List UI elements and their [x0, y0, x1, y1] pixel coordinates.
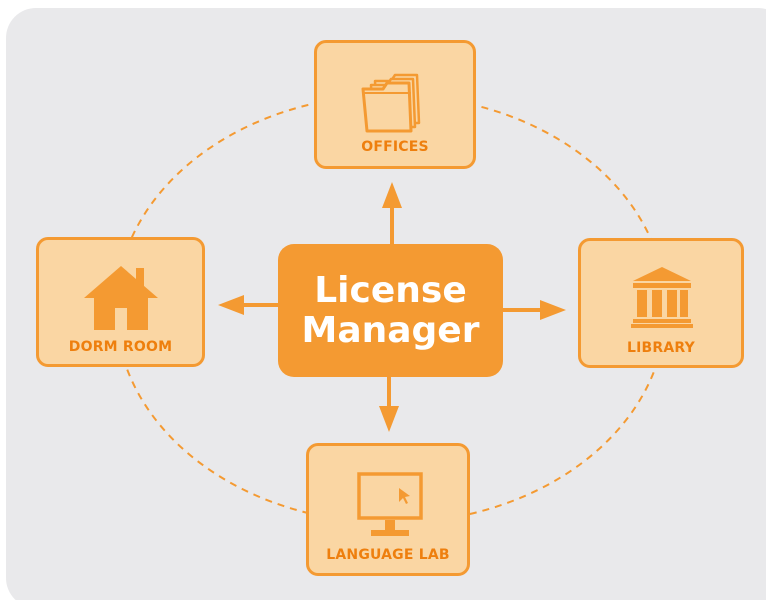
arrow-down-head: [379, 406, 399, 432]
hub-title-line-1: License: [314, 269, 467, 311]
computer-monitor-icon: [357, 472, 423, 536]
cursor-icon: [399, 488, 410, 504]
node-dorm-room: DORM ROOM: [36, 237, 205, 367]
node-offices: OFFICES: [314, 40, 476, 169]
arrow-up-head: [382, 182, 402, 208]
node-library: LIBRARY: [578, 238, 744, 368]
house-icon: [84, 266, 158, 330]
library-building-icon: [631, 267, 693, 328]
library-label: LIBRARY: [627, 340, 695, 356]
hub-title-line-2: Manager: [301, 309, 480, 351]
folder-icon: [361, 73, 421, 133]
offices-label: OFFICES: [361, 139, 429, 155]
dorm-room-label: DORM ROOM: [68, 339, 173, 355]
node-language-lab: LANGUAGE LAB: [306, 443, 470, 576]
arrow-right-head: [540, 300, 566, 320]
license-manager-hub: License Manager: [278, 244, 503, 377]
arrow-left-head: [218, 295, 244, 315]
language-lab-label: LANGUAGE LAB: [326, 547, 450, 563]
